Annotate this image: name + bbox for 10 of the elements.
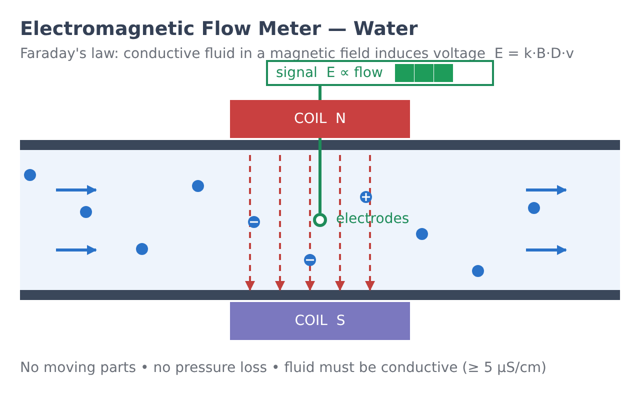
- signal-label: signal E ∝ flow: [276, 65, 383, 81]
- footnote: No moving parts • no pressure loss • fluid must be conductive (≥ 5 µS/cm): [20, 360, 546, 376]
- coil-label: COIL N: [294, 111, 346, 127]
- electrode-label: electrodes: [336, 211, 410, 227]
- signal-box: [266, 60, 494, 86]
- coil-label: COIL S: [294, 313, 346, 329]
- coil-block: [230, 302, 410, 340]
- coil-block: [230, 100, 410, 138]
- subtitle: Faraday's law: conductive fluid in a magnetic field induces voltage E = k·B·D·v: [20, 46, 574, 62]
- title: Electromagnetic Flow Meter — Water: [20, 18, 418, 40]
